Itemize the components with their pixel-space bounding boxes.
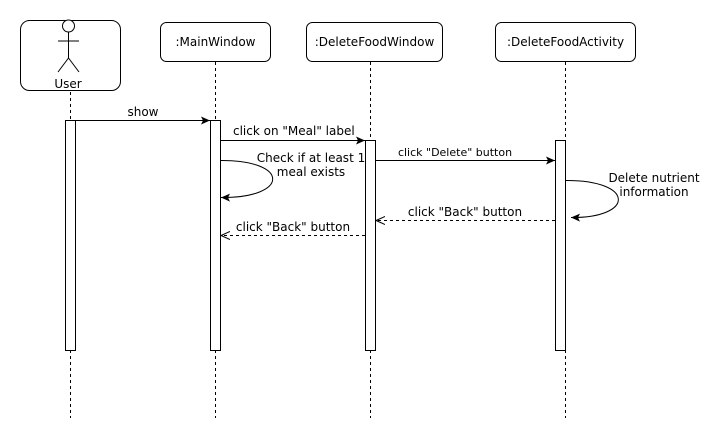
participant-label: :DeleteFoodWindow	[315, 35, 435, 49]
participant-delete-food-window: :DeleteFoodWindow	[306, 22, 443, 62]
participant-label: :DeleteFoodActivity	[507, 35, 624, 49]
participant-delete-food-activity: :DeleteFoodActivity	[495, 22, 636, 62]
message-label-line1: Delete nutrient	[608, 171, 699, 185]
actor-user: User	[20, 19, 121, 91]
activation-delete-food-activity	[555, 140, 566, 351]
activation-user	[65, 120, 76, 351]
activation-delete-food-window	[365, 140, 376, 351]
activations	[65, 120, 566, 351]
message-label-line1: Check if at least 1	[257, 151, 365, 165]
actor-label: User	[54, 77, 81, 91]
message-show: show	[75, 105, 210, 125]
message-click-meal: click on "Meal" label	[220, 124, 365, 145]
message-label: click "Delete" button	[398, 146, 512, 159]
participant-main-window: :MainWindow	[160, 22, 271, 62]
message-label: click on "Meal" label	[233, 124, 355, 138]
message-back-from-activity: click "Back" button	[376, 205, 555, 221]
message-label: show	[127, 105, 158, 119]
message-label: click "Back" button	[408, 205, 522, 219]
message-delete-nutrient: Delete nutrient information	[565, 171, 700, 222]
message-label: click "Back" button	[236, 220, 350, 234]
participant-label: :MainWindow	[175, 35, 255, 49]
actor-label-bg	[53, 76, 83, 90]
message-back-from-window: click "Back" button	[221, 220, 365, 236]
stick-figure-icon	[57, 19, 80, 73]
message-label-line2: meal exists	[277, 165, 345, 179]
message-click-delete: click "Delete" button	[375, 146, 555, 165]
message-label-line2: information	[619, 185, 688, 199]
message-check-meal: Check if at least 1 meal exists	[220, 151, 365, 202]
activation-main-window	[210, 120, 221, 351]
